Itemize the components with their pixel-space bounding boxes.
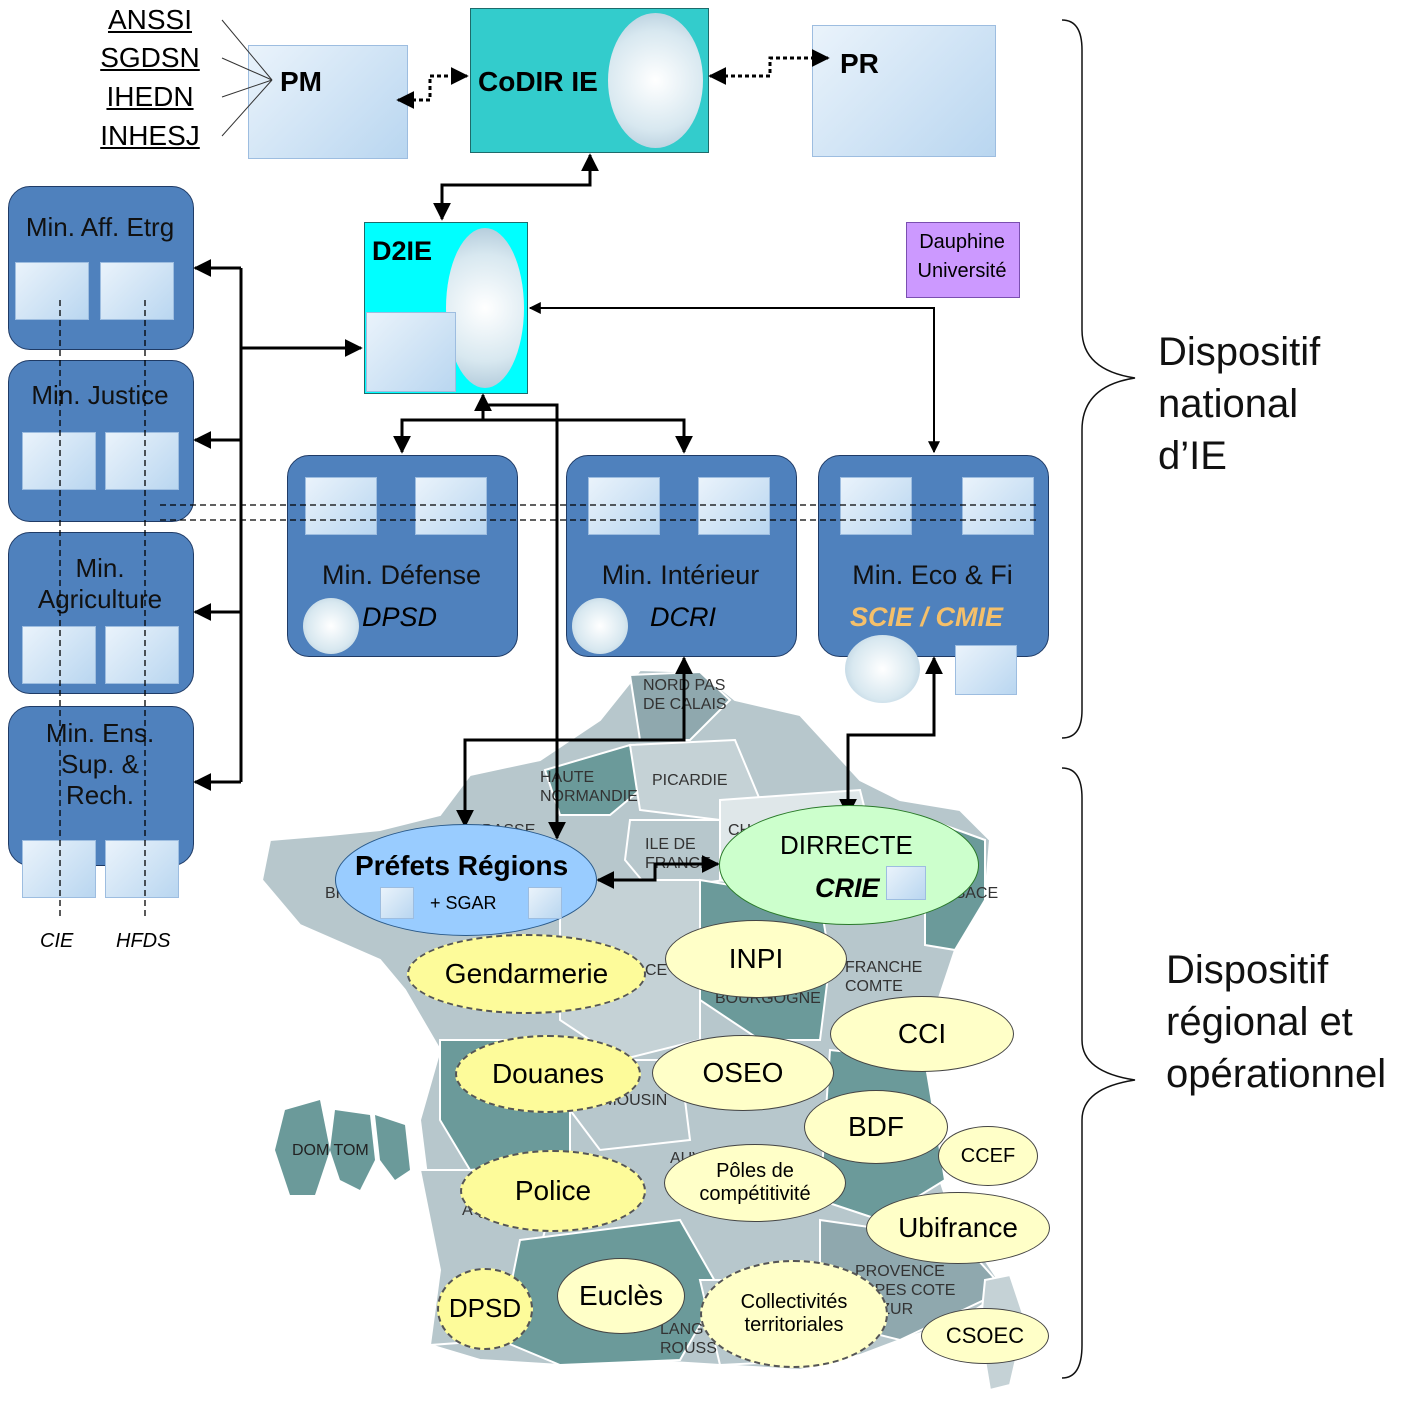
codir-label: CoDIR IE [478, 66, 598, 97]
map-label-dom-tom: DOM TOM [292, 1142, 369, 1159]
prefets-sub: + SGAR [430, 893, 497, 913]
side-label-regional: Dispositif régional et opérationnel [1166, 948, 1387, 1096]
person-icon [22, 432, 96, 490]
ministry-defense-label: Min. Défense [321, 560, 482, 590]
link-ihedn[interactable]: IHEDN [106, 81, 194, 112]
actor-ubifrance[interactable]: Ubifrance [866, 1192, 1050, 1264]
person-icon [415, 477, 487, 535]
ministry-defense-sub: DPSD [362, 602, 438, 632]
cie-label: CIE [40, 930, 74, 952]
actor-inpi[interactable]: INPI [665, 920, 847, 998]
person-icon [962, 477, 1034, 535]
hfds-label: HFDS [116, 930, 171, 952]
actor-gendarmerie[interactable]: Gendarmerie [407, 934, 646, 1014]
side-label-national: Dispositif national d’IE [1158, 330, 1321, 478]
ministry-interieur-label: Min. Intérieur [601, 560, 760, 590]
map-label-ce: CE [645, 962, 668, 979]
ministry-aff-etrg-label: Min. Aff. Etrg [25, 212, 175, 242]
actor-collectivites[interactable]: Collectivités territoriales [700, 1260, 888, 1368]
person-icon [105, 626, 179, 684]
person-icon [955, 645, 1017, 695]
actor-ccef[interactable]: CCEF [938, 1126, 1038, 1186]
link-sgdsn[interactable]: SGDSN [100, 42, 200, 73]
actor-eucles[interactable]: Euclès [557, 1258, 685, 1334]
codir-gear-icon [608, 13, 703, 148]
actor-cci[interactable]: CCI [830, 996, 1014, 1072]
map-label-franche-comte: FRANCHE COMTE [845, 959, 923, 995]
person-icon [840, 477, 912, 535]
actor-bdf[interactable]: BDF [804, 1090, 948, 1164]
prefets-title: Préfets Régions [355, 850, 569, 881]
dirrecte-sub: CRIE [815, 873, 880, 903]
dom-tom-3 [375, 1115, 410, 1180]
ministry-interieur-sub: DCRI [650, 602, 716, 632]
person-icon [100, 262, 174, 320]
actor-csoec[interactable]: CSOEC [921, 1308, 1049, 1364]
link-inhesj[interactable]: INHESJ [100, 120, 200, 151]
person-icon [105, 840, 179, 898]
actor-police[interactable]: Police [460, 1150, 646, 1232]
ministry-eco-fi-sub: SCIE / CMIE [850, 602, 1004, 632]
actor-douanes[interactable]: Douanes [455, 1035, 641, 1113]
person-icon [588, 477, 660, 535]
actor-poles-competitivite[interactable]: Pôles de compétitivité [664, 1144, 846, 1222]
pr-image [812, 25, 996, 157]
actor-dpsd[interactable]: DPSD [437, 1268, 533, 1350]
ministry-ens-sup-label: Min. Ens. Sup. & Rech. [45, 718, 155, 810]
dauphine-note [906, 222, 1020, 298]
person-icon [886, 866, 926, 900]
pm-image [248, 45, 408, 159]
actor-oseo[interactable]: OSEO [652, 1035, 834, 1111]
d2ie-person-image [366, 312, 456, 392]
person-icon [22, 626, 96, 684]
person-icon [698, 477, 770, 535]
link-anssi[interactable]: ANSSI [107, 4, 193, 35]
ministry-eco-fi-label: Min. Eco & Fi [852, 560, 1013, 590]
d2ie-gear-icon [446, 228, 524, 388]
person-icon [380, 887, 414, 919]
pm-label: PM [280, 66, 322, 97]
ministry-justice-label: Min. Justice [31, 380, 169, 410]
person-icon [305, 477, 377, 535]
map-label-lang-rouss: LANG ROUSS [660, 1321, 717, 1357]
person-icon [528, 887, 562, 919]
person-icon [105, 432, 179, 490]
person-icon [22, 840, 96, 898]
dirrecte-title: DIRRECTE [780, 830, 913, 860]
dom-tom-2 [330, 1110, 375, 1190]
d2ie-label: D2IE [372, 236, 433, 266]
dcri-gear-icon [572, 598, 628, 654]
dom-tom-1 [275, 1100, 330, 1195]
pr-label: PR [840, 48, 879, 79]
person-icon [15, 262, 89, 320]
dirrecte[interactable] [719, 805, 979, 925]
dauphine-label: Dauphine Université [917, 231, 1007, 282]
ministry-agriculture-label: Min. Agriculture [37, 553, 163, 614]
dpsd-gear-icon [303, 598, 359, 654]
